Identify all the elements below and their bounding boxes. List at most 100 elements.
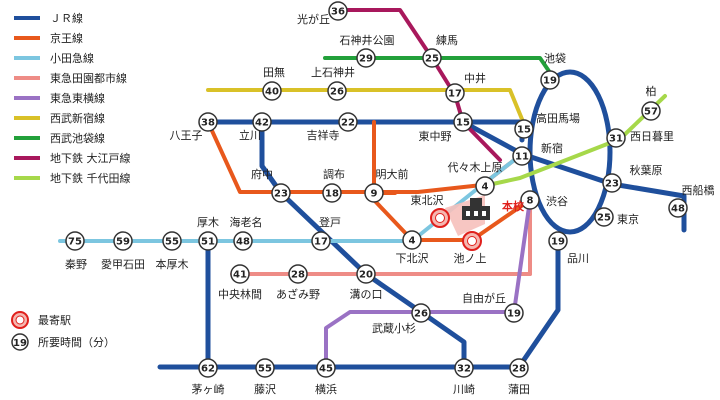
station-time: 19: [507, 309, 521, 320]
station-time-marker: [311, 231, 331, 251]
legend-label-chiyoda: 地下鉄 千代田線: [50, 171, 131, 185]
legend-label-odakyu: 小田急線: [50, 51, 94, 65]
legend-label-denentoshi: 東急田園都市線: [50, 71, 127, 85]
school-window-3: [482, 211, 486, 216]
station-40: 45 横浜: [315, 358, 337, 396]
station-name: 中央林間: [218, 287, 262, 301]
station-name: 蒲田: [508, 382, 530, 396]
station-time: 4: [482, 182, 489, 193]
station-time-marker: [113, 231, 133, 251]
station-time-marker: [422, 48, 442, 68]
station-name: 石神井公園: [340, 33, 395, 47]
line-jr-tokaido: [157, 238, 561, 370]
station-name: 溝の口: [350, 288, 383, 301]
station-time-marker: [271, 183, 291, 203]
station-name: 明大前: [376, 167, 409, 181]
station-time-marker: [356, 48, 376, 68]
station-time-marker: [540, 70, 560, 90]
legend-label-oedo: 地下鉄 大江戸線: [50, 151, 131, 165]
station-name: 池袋: [544, 51, 566, 65]
station-time: 23: [274, 189, 288, 200]
station-time: 48: [671, 204, 685, 215]
station-name: 池ノ上: [454, 252, 487, 265]
school-window-1: [466, 211, 470, 216]
station-time-marker: [233, 231, 253, 251]
station-name: 西日暮里: [630, 129, 674, 143]
legend-nearest-station-label: 最寄駅: [38, 313, 71, 327]
station-time: 18: [325, 189, 339, 200]
legend-label-seibu-shinjuku: 西武新宿線: [50, 111, 105, 125]
station-time-marker: [288, 264, 308, 284]
station-name: あざみ野: [276, 287, 320, 301]
school-building-tower: [470, 198, 482, 207]
station-time-marker: [328, 1, 348, 21]
station-name: 柏: [646, 84, 657, 98]
station-time-marker: [454, 358, 474, 378]
station-time-marker: [198, 231, 218, 251]
station-name: 愛甲石田: [101, 258, 145, 271]
station-time-marker: [198, 358, 218, 378]
station-time-marker: [641, 101, 661, 121]
station-time-marker: [198, 112, 218, 132]
station-name: 東京: [617, 212, 639, 226]
station-name: 海老名: [230, 215, 263, 229]
legend-label-keio: 京王線: [50, 31, 83, 45]
station-time-marker: [402, 230, 422, 250]
station-time-marker: [230, 264, 250, 284]
station-time: 29: [359, 54, 373, 65]
station-time-marker: [338, 112, 358, 132]
station-time: 45: [319, 364, 333, 375]
station-time: 41: [233, 270, 247, 281]
station-name: 川崎: [453, 382, 475, 396]
station-time-marker: [594, 207, 614, 227]
station-time-marker: [262, 81, 282, 101]
station-name: 本厚木: [156, 257, 189, 271]
school-window-2: [474, 211, 478, 216]
station-name: 府中: [251, 167, 273, 181]
station-time-marker: [316, 358, 336, 378]
station-name: 東北沢: [411, 193, 444, 207]
station-name: 品川: [567, 252, 589, 265]
station-time-marker: [602, 173, 622, 193]
station-time-marker: [548, 231, 568, 251]
station-time-marker: [453, 112, 473, 132]
station-time-marker: [668, 198, 688, 218]
station-23: 東北沢: [411, 193, 450, 228]
station-time: 26: [414, 309, 428, 320]
nearest-station-inner: [467, 236, 477, 246]
station-time: 38: [201, 118, 215, 129]
station-name: 吉祥寺: [307, 128, 340, 142]
station-time-marker: [252, 112, 272, 132]
station-markers: 36光が丘29石神井公園25練馬19池袋40田無26上石神井17中井57柏38八…: [65, 1, 715, 396]
station-time: 28: [291, 270, 305, 281]
station-time: 42: [255, 118, 269, 129]
station-name: 横浜: [315, 382, 337, 396]
nearest-station-inner: [435, 213, 445, 223]
station-time: 57: [644, 107, 658, 118]
station-time-marker: [520, 190, 540, 210]
station-time-marker: [475, 176, 495, 196]
station-time: 9: [371, 189, 378, 200]
station-name: 練馬: [436, 33, 458, 47]
station-name: 茅ヶ崎: [192, 382, 225, 396]
